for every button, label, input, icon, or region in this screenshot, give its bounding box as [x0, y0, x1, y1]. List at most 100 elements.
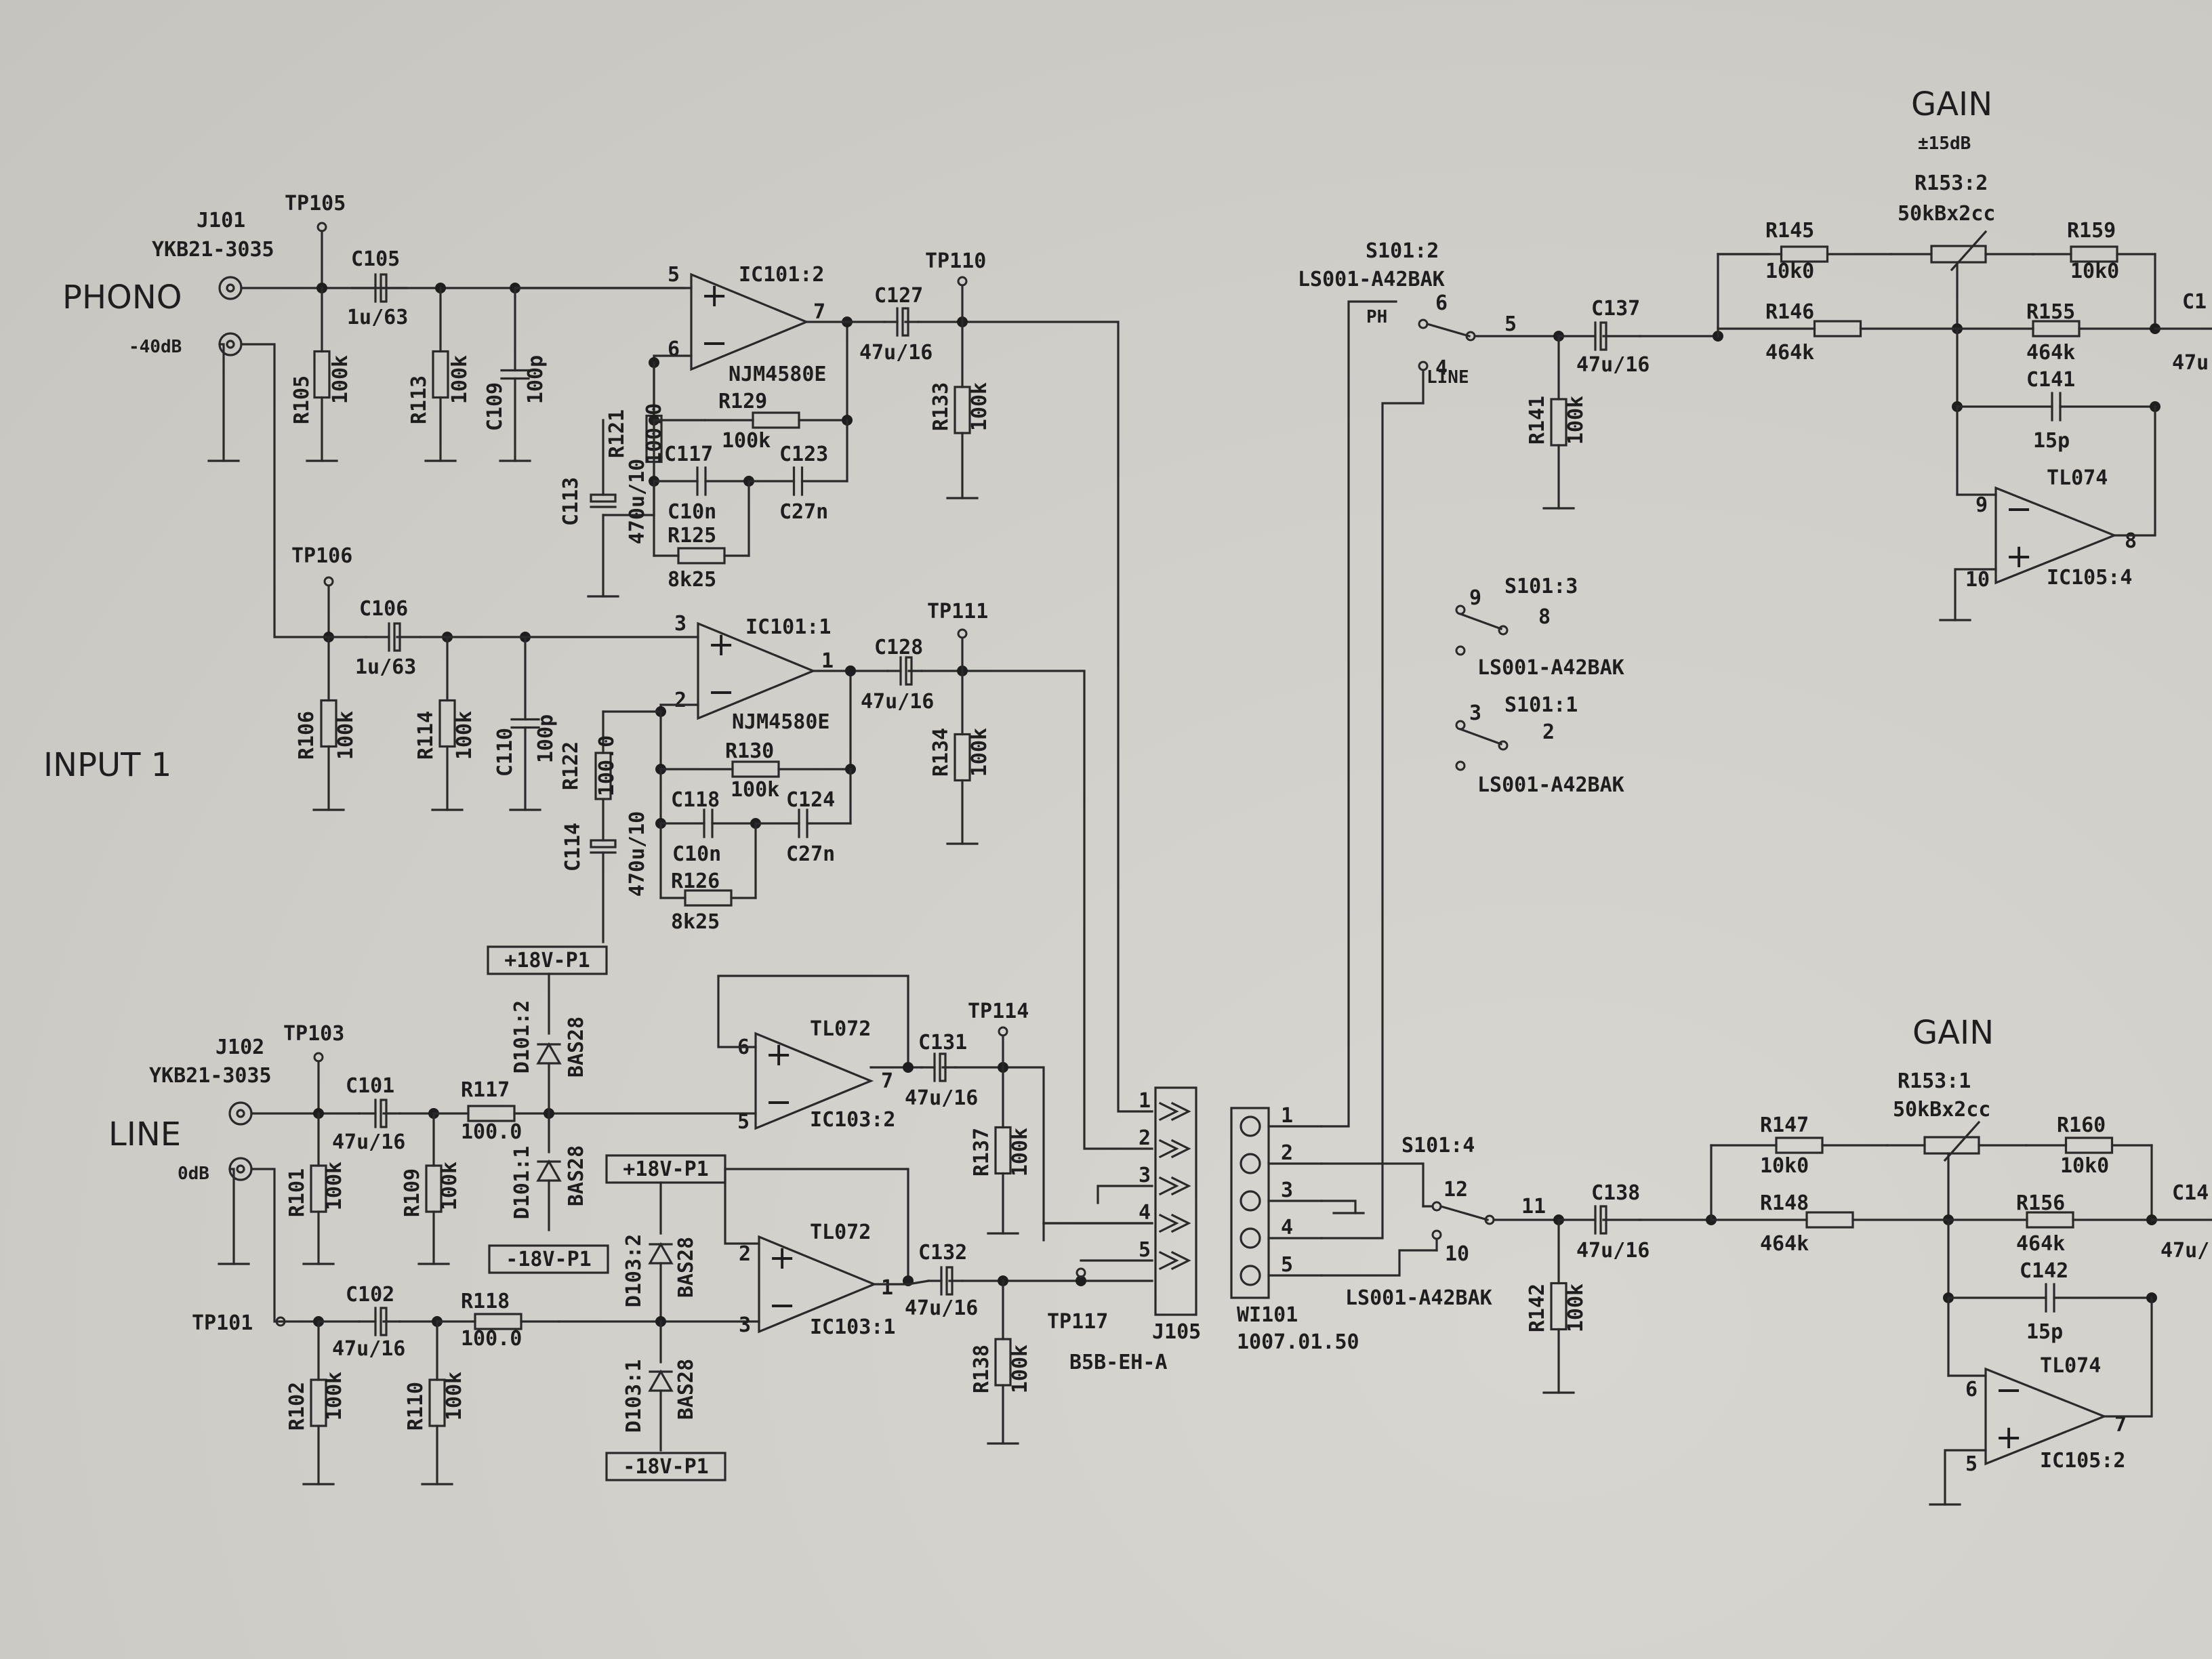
label-c132_v: 47u/16: [905, 1296, 978, 1320]
opamp-plus: +: [2005, 537, 2032, 575]
label-c124: C124: [786, 788, 835, 812]
wire: [228, 1168, 235, 1265]
switch-lever: [1439, 1205, 1489, 1221]
label-ph: PH: [1366, 307, 1387, 327]
wire: [240, 343, 327, 638]
label-c124_v: C27n: [786, 842, 835, 866]
wire: [1320, 1200, 1357, 1214]
phono-level: -40dB: [129, 337, 182, 357]
label-#n1: 1: [821, 649, 834, 673]
label-#n2: 2: [739, 1242, 751, 1266]
connector-j105: [1154, 1086, 1197, 1316]
jack-pin: [236, 1164, 245, 1174]
resistor: [594, 752, 612, 800]
label-#n5: 5: [1504, 312, 1517, 336]
resistor: [467, 1105, 516, 1122]
line-level: 0dB: [178, 1164, 209, 1184]
label-ic103_2: IC103:2: [810, 1108, 895, 1132]
opamp-plus: +: [708, 626, 735, 663]
label-j102: J102: [216, 1036, 264, 1059]
label-c141: C141: [2026, 368, 2075, 392]
resistor: [1550, 398, 1568, 447]
resistor: [1805, 1211, 1854, 1229]
label-c142: C142: [2020, 1259, 2068, 1283]
pot-wiper: [1943, 1120, 1981, 1162]
opamp-minus: −: [1995, 1371, 2022, 1409]
label-#n3: 3: [1469, 701, 1481, 725]
r137: R137: [970, 1128, 994, 1176]
opamp: [754, 1031, 874, 1130]
r110: R110: [404, 1382, 428, 1431]
r110-val: 100k: [443, 1372, 466, 1420]
opamp-minus: −: [708, 673, 735, 711]
opamp: [1984, 1367, 2108, 1466]
label-c105_v: 1u/63: [347, 306, 408, 329]
label-c117: C117: [664, 443, 713, 466]
label-c128_v: 47u/16: [861, 690, 934, 714]
label-r156: R156: [2016, 1191, 2065, 1215]
line-label: LINE: [108, 1115, 181, 1153]
c109-val: 100p: [524, 355, 548, 404]
resistor: [994, 1338, 1012, 1387]
label-#n6: 6: [1435, 291, 1448, 315]
c110: C110: [493, 728, 517, 777]
resistor: [320, 699, 337, 748]
label-#n8: 8: [1538, 605, 1551, 629]
label-#n6: 6: [1965, 1378, 1978, 1401]
junction-dot: [1076, 1275, 1086, 1286]
r106: R106: [295, 711, 319, 760]
r102: R102: [285, 1382, 309, 1431]
label-#n4: 4: [1281, 1216, 1293, 1240]
label-#n8: 8: [2125, 529, 2137, 553]
connector-pin: [1240, 1115, 1261, 1137]
test-point: [957, 276, 968, 287]
label-c102: C102: [346, 1283, 394, 1307]
label-c132: C132: [918, 1241, 967, 1265]
resistor: [310, 1164, 327, 1213]
label-r153_2: R153:2: [1914, 171, 1988, 195]
test-point: [1418, 319, 1429, 329]
label-tp117: TP117: [1047, 1310, 1108, 1334]
label-c138_v: 47u/16: [1576, 1239, 1650, 1263]
power-rail-label: +18V-P1: [504, 949, 590, 972]
label-#n7: 7: [813, 300, 825, 324]
bas28-b: BAS28: [565, 1145, 588, 1206]
opamp: [690, 272, 810, 371]
power-rail-label: +18V-P1: [623, 1158, 708, 1181]
label-r118_v: 100.0: [461, 1327, 522, 1351]
opamp: [758, 1235, 878, 1334]
label-#n2: 2: [1542, 720, 1555, 744]
c113: C113: [559, 477, 583, 526]
resistor: [994, 1126, 1012, 1175]
label-c131_v: 47u/16: [905, 1086, 978, 1110]
test-point: [1455, 645, 1466, 656]
label-j105: J105: [1152, 1320, 1201, 1344]
label-c123: C123: [779, 443, 828, 466]
label-#n5: 5: [668, 263, 680, 287]
label-c118_v: C10n: [672, 842, 721, 866]
capacitor-plate: [939, 1052, 947, 1082]
label-r117_v: 100.0: [461, 1120, 522, 1144]
test-point: [1455, 720, 1466, 731]
label-s101_3: S101:3: [1504, 575, 1578, 598]
label-#n2: 2: [1281, 1141, 1293, 1165]
wire: [1320, 300, 1397, 1128]
test-point: [1498, 740, 1509, 751]
label-j105_part: B5B-EH-A: [1069, 1351, 1168, 1374]
label-#n9: 9: [1975, 493, 1988, 517]
label-#n5: 5: [1281, 1253, 1293, 1277]
opamp-plus: +: [765, 1036, 792, 1073]
wire: [717, 975, 909, 1069]
r142: R142: [1525, 1284, 1549, 1332]
label-njm_a: NJM4580E: [729, 363, 827, 386]
label-c127_v: 47u/16: [859, 341, 933, 365]
r102-val: 100k: [323, 1372, 346, 1420]
r138: R138: [970, 1345, 994, 1393]
resistor: [954, 733, 971, 782]
bas28-c: BAS28: [674, 1237, 698, 1298]
c114: C114: [561, 823, 585, 872]
wire: [1320, 1162, 1425, 1208]
diode: [648, 1242, 674, 1265]
label-c137_v: 47u/16: [1576, 353, 1650, 377]
capacitor-plate: [905, 656, 913, 686]
